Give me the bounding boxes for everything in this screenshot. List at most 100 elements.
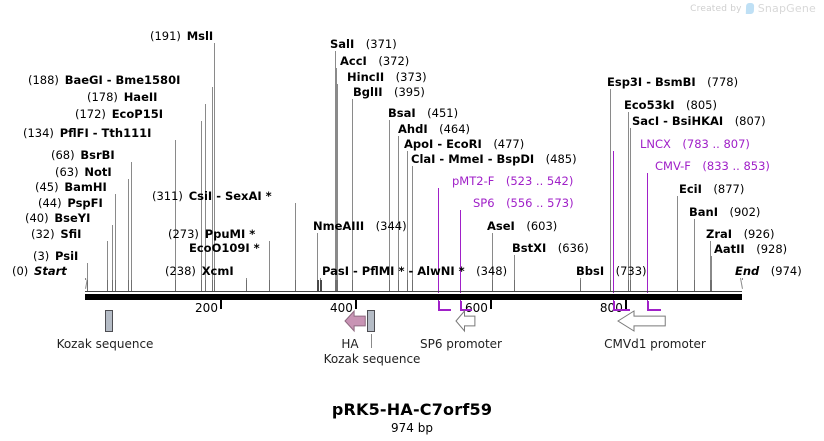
ruler-label: 200: [195, 301, 218, 315]
enzyme-label[interactable]: AhdI (464): [398, 123, 470, 135]
cut-site-tick: [317, 280, 320, 291]
enzyme-label[interactable]: (238) XcmI: [165, 265, 234, 277]
primer-label[interactable]: LNCX (783 .. 807): [640, 138, 750, 150]
enzyme-label[interactable]: BstXI (636): [512, 242, 589, 254]
label-name: PpuMI *: [204, 227, 256, 241]
feature-arrow-outline[interactable]: [617, 310, 666, 332]
feature-arrow-filled[interactable]: [344, 309, 366, 333]
enzyme-label[interactable]: EcoO109I *: [189, 242, 260, 254]
enzyme-label[interactable]: ClaI - MmeI - BspDI (485): [411, 153, 577, 165]
enzyme-label[interactable]: EciI (877): [679, 183, 744, 195]
enzyme-label[interactable]: SacI - BsiHKAI (807): [632, 115, 766, 127]
label-name: SalI: [330, 37, 355, 51]
primer-label[interactable]: CMV-F (833 .. 853): [655, 160, 770, 172]
backbone-bar: [85, 293, 743, 298]
label-position: (372): [378, 54, 410, 68]
feature-arrow-outline[interactable]: [455, 309, 476, 333]
label-position: (68): [51, 148, 75, 162]
ruler-tick: [624, 300, 627, 309]
enzyme-label[interactable]: BbsI (733): [576, 265, 647, 277]
enzyme-label[interactable]: ZraI (926): [706, 228, 775, 240]
enzyme-label[interactable]: BsaI (451): [388, 107, 458, 119]
label-position: (451): [427, 106, 459, 120]
enzyme-label[interactable]: End (974): [735, 265, 802, 277]
leader-line: [579, 278, 581, 280]
watermark-brand: SnapGene: [757, 2, 816, 15]
enzyme-label[interactable]: (3) PsiI: [33, 250, 78, 262]
leader-line: [205, 104, 207, 280]
enzyme-label[interactable]: Esp3I - BsmBI (778): [607, 76, 738, 88]
label-position: (45): [35, 180, 59, 194]
label-name: NmeAIII: [313, 219, 365, 233]
label-position: (344): [375, 219, 407, 233]
primer-bracket: [613, 301, 630, 311]
label-name: ApoI - EcoRI: [404, 137, 482, 151]
enzyme-label[interactable]: (0) Start: [12, 265, 67, 277]
enzyme-label[interactable]: HincII (373): [347, 71, 427, 83]
backbone-bar-lower: [85, 298, 743, 300]
primer-label[interactable]: SP6 (556 .. 573): [473, 197, 574, 209]
leader-line: [412, 166, 414, 280]
leader-line: [351, 99, 353, 280]
enzyme-label[interactable]: BglII (395): [353, 86, 425, 98]
enzyme-label[interactable]: AseI (603): [487, 220, 557, 232]
label-position: (523 .. 542): [505, 174, 574, 188]
cut-site-tick: [711, 280, 713, 291]
leader-line: [87, 263, 89, 280]
label-position: (3): [33, 249, 50, 263]
primer-label[interactable]: pMT2-F (523 .. 542): [452, 175, 573, 187]
cut-site-tick: [336, 280, 338, 291]
enzyme-label[interactable]: ApoI - EcoRI (477): [404, 138, 524, 150]
leader-line: [85, 278, 86, 280]
label-name: BsrBI: [80, 148, 115, 162]
cut-site-tick: [245, 280, 247, 291]
enzyme-label[interactable]: BanI (902): [689, 206, 760, 218]
leader-line: [317, 233, 319, 280]
enzyme-label[interactable]: (63) NotI: [55, 166, 112, 178]
label-name: BglII: [353, 85, 383, 99]
enzyme-label[interactable]: (44) PspFI: [38, 197, 103, 209]
leader-line: [106, 241, 108, 280]
enzyme-label[interactable]: AatII (928): [714, 243, 787, 255]
watermark-prefix: Created by: [690, 3, 742, 14]
label-position: (485): [545, 152, 577, 166]
ruler-tick: [354, 300, 357, 309]
leader-line: [676, 196, 678, 280]
enzyme-label[interactable]: SalI (371): [330, 38, 397, 50]
enzyme-label[interactable]: (311) CsiI - SexAI *: [152, 190, 272, 202]
leader-line: [115, 194, 117, 280]
leader-line: [514, 255, 516, 280]
feature-label: Kozak sequence: [323, 352, 421, 366]
enzyme-label[interactable]: (32) SfiI: [31, 228, 81, 240]
label-position: (928): [756, 242, 788, 256]
feature-box[interactable]: [105, 310, 114, 332]
feature-box[interactable]: [367, 310, 376, 332]
enzyme-label[interactable]: (273) PpuMI *: [168, 228, 255, 240]
leader-line: [294, 203, 296, 280]
leader-line: [398, 136, 400, 280]
enzyme-label[interactable]: (68) BsrBI: [51, 149, 115, 161]
enzyme-label[interactable]: Eco53kI (805): [624, 99, 717, 111]
enzyme-label[interactable]: (45) BamHI: [35, 181, 107, 193]
primer-bracket: [437, 301, 451, 311]
leader-line: [460, 210, 462, 301]
leader-line: [609, 89, 611, 280]
leader-line: [130, 162, 132, 280]
label-name: CsiI - SexAI *: [188, 189, 272, 203]
enzyme-label[interactable]: NmeAIII (344): [313, 220, 407, 232]
label-position: (238): [165, 264, 196, 278]
enzyme-label[interactable]: (191) MslI: [150, 30, 213, 42]
enzyme-label[interactable]: (172) EcoP15I: [75, 108, 163, 120]
label-name: PflFI - Tth111I: [59, 126, 152, 140]
enzyme-label[interactable]: (188) BaeGI - Bme1580I: [28, 74, 180, 86]
enzyme-label[interactable]: AccI (372): [340, 55, 409, 67]
enzyme-label[interactable]: PasI - PflMI * - AlwNI * (348): [322, 265, 507, 277]
label-name: LNCX: [640, 137, 671, 151]
enzyme-label[interactable]: (134) PflFI - Tth111I: [23, 127, 151, 139]
label-name: BbsI: [576, 264, 605, 278]
enzyme-label[interactable]: (40) BseYI: [25, 212, 90, 224]
cut-site-tick: [319, 280, 322, 291]
enzyme-label[interactable]: (178) HaeII: [87, 91, 157, 103]
label-name: HincII: [347, 70, 385, 84]
